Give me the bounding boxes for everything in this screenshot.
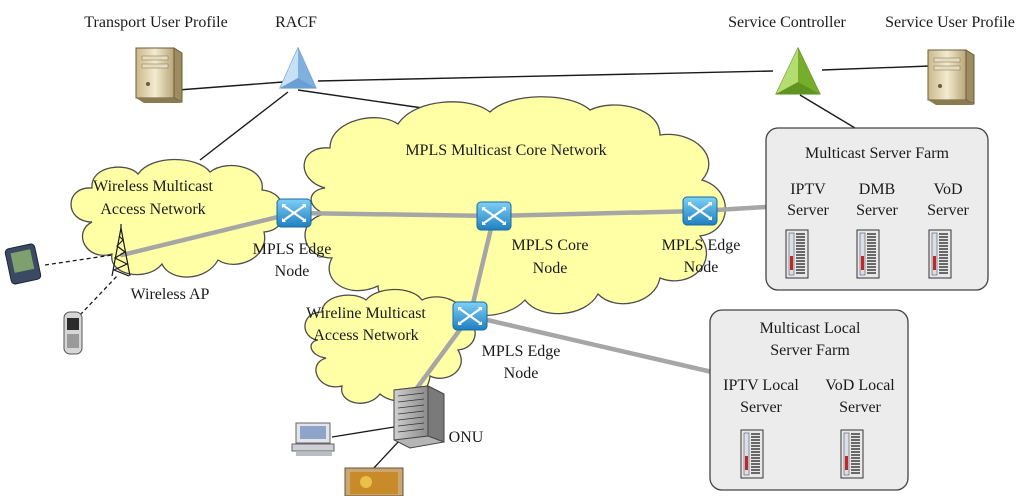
service-user-profile-label: Service User Profile bbox=[885, 14, 1015, 31]
link-controller-service-profile bbox=[821, 65, 931, 71]
core-network-label: MPLS Multicast Core Network bbox=[405, 142, 606, 159]
service-user-profile-server-icon bbox=[927, 49, 975, 106]
link-core-edge-bottom bbox=[467, 213, 497, 319]
vod-local-server-icon bbox=[840, 429, 864, 479]
link-racf-wireless bbox=[199, 91, 289, 161]
transport-user-profile-label: Transport User Profile bbox=[84, 14, 227, 31]
onu-label: ONU bbox=[449, 429, 484, 446]
labels: Transport User Profile RACF Service Cont… bbox=[84, 14, 1015, 446]
link-desktop-onu bbox=[331, 426, 395, 438]
link-tv-onu bbox=[371, 439, 401, 471]
wireless-access-label-1: Wireless Multicast bbox=[93, 178, 213, 195]
device-links bbox=[44, 254, 401, 471]
edge-left-label-1: MPLS Edge bbox=[253, 241, 332, 258]
edge-bottom-label-1: MPLS Edge bbox=[482, 343, 561, 360]
wireline-access-label-1: Wireline Multicast bbox=[306, 305, 426, 322]
link-pda-ap bbox=[44, 254, 113, 266]
iptv-local-server-icon bbox=[740, 429, 764, 479]
edge-bottom-router-icon bbox=[451, 300, 489, 332]
core-network-cloud bbox=[303, 96, 726, 317]
dmb-server-icon bbox=[856, 229, 880, 279]
core-node-label-2: Node bbox=[533, 260, 568, 277]
server-iptv-label-1: IPTV bbox=[790, 181, 826, 198]
link-edge-bottom-localfarm bbox=[467, 313, 715, 375]
local-vod-label-1: VoD Local bbox=[825, 377, 895, 394]
edge-right-label-2: Node bbox=[684, 259, 719, 276]
multicast-local-server-farm: Multicast Local Server Farm IPTV Local S… bbox=[709, 309, 909, 491]
vod-server-icon bbox=[928, 229, 952, 279]
onu-rack-icon bbox=[393, 385, 445, 449]
core-router-icon bbox=[475, 200, 513, 232]
pda-icon bbox=[4, 243, 42, 285]
wireless-access-label-2: Access Network bbox=[100, 201, 205, 218]
racf-label: RACF bbox=[275, 14, 317, 31]
transport-user-profile-server-icon bbox=[135, 47, 183, 104]
local-iptv-label-1: IPTV Local bbox=[723, 377, 799, 394]
server-dmb-label-1: DMB bbox=[859, 181, 895, 198]
edge-right-router-icon bbox=[681, 195, 719, 227]
edge-left-router-icon bbox=[275, 197, 313, 229]
wireline-access-label-2: Access Network bbox=[313, 327, 418, 344]
server-iptv-label-2: Server bbox=[787, 202, 829, 219]
local-farm-title-1: Multicast Local bbox=[760, 320, 861, 337]
service-controller-label: Service Controller bbox=[728, 14, 846, 31]
local-farm-title-2: Server Farm bbox=[770, 342, 850, 359]
racf-pyramid-icon bbox=[279, 46, 317, 89]
core-node-label-1: MPLS Core bbox=[512, 237, 589, 254]
link-core-edge-right bbox=[491, 208, 703, 219]
server-dmb-label-2: Server bbox=[856, 202, 898, 219]
local-iptv-label-2: Server bbox=[740, 399, 782, 416]
server-vod-label-2: Server bbox=[927, 202, 969, 219]
link-controller-farm bbox=[799, 94, 856, 129]
mobile-phone-icon bbox=[63, 311, 83, 355]
local-vod-label-2: Server bbox=[839, 399, 881, 416]
multicast-server-farm: Multicast Server Farm IPTV Server DMB Se… bbox=[765, 127, 989, 291]
iptv-server-icon bbox=[785, 229, 809, 279]
link-phone-ap bbox=[79, 274, 119, 316]
server-vod-label-1: VoD bbox=[933, 181, 962, 198]
desktop-pc-icon bbox=[291, 422, 335, 456]
link-racf-service-controller bbox=[317, 70, 774, 82]
edge-bottom-label-2: Node bbox=[504, 365, 539, 382]
link-transport-profile-racf bbox=[177, 81, 284, 91]
edge-right-label-1: MPLS Edge bbox=[662, 237, 741, 254]
server-farm-title: Multicast Server Farm bbox=[805, 145, 950, 162]
link-edge-left-core bbox=[291, 210, 497, 219]
edge-left-label-2: Node bbox=[275, 263, 310, 280]
wireline-access-cloud bbox=[304, 288, 476, 404]
antenna-tower-icon bbox=[111, 224, 131, 277]
controller-pyramid-icon bbox=[775, 46, 821, 95]
wireless-ap-label: Wireless AP bbox=[131, 286, 210, 303]
link-ap-edge-left bbox=[119, 210, 297, 258]
tv-icon bbox=[344, 467, 404, 496]
